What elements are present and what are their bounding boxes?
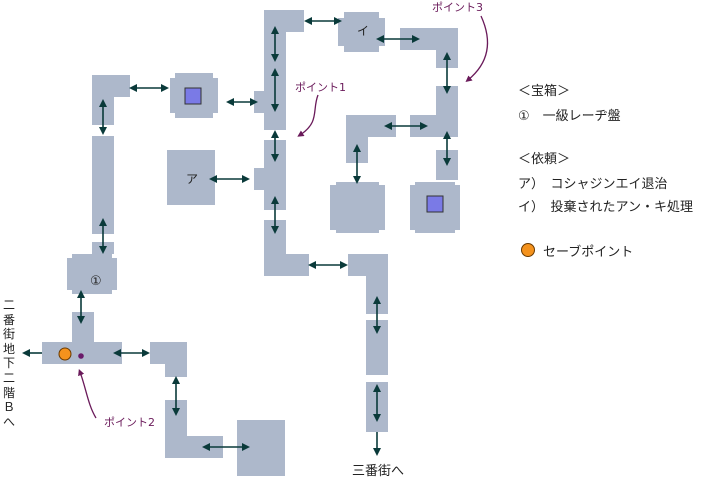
point-2-marker <box>78 353 84 359</box>
save-point-legend: セーブポイント <box>543 245 634 260</box>
treasure-box-1 <box>184 87 202 105</box>
save-point-legend-icon <box>521 243 535 257</box>
room-i-label: イ <box>357 24 370 38</box>
point-indicators <box>78 15 489 419</box>
point-1-label: ポイント1 <box>295 81 346 94</box>
room-1-label: ① <box>90 274 102 289</box>
room-a-label: ア <box>186 172 199 186</box>
exit-south-label: 三番街へ <box>352 464 405 479</box>
request-header: ＜依頼＞ <box>518 152 571 167</box>
connection-arrows <box>22 17 451 456</box>
request-i: イ） 投棄されたアン・キ処理 <box>518 200 693 215</box>
exit-west-label: 二番街地下二階Ｂへ <box>2 298 15 429</box>
floor-tiles <box>42 10 460 476</box>
treasure-header: ＜宝箱＞ <box>518 84 571 99</box>
treasure-item: ① 一級レーヂ盤 <box>518 109 621 124</box>
point-3-label: ポイント3 <box>432 1 483 14</box>
point-2-label: ポイント2 <box>104 416 155 429</box>
request-a: ア） コシャジンエイ退治 <box>518 177 668 192</box>
treasure-box-2 <box>426 195 444 213</box>
save-point-icon <box>58 347 72 361</box>
